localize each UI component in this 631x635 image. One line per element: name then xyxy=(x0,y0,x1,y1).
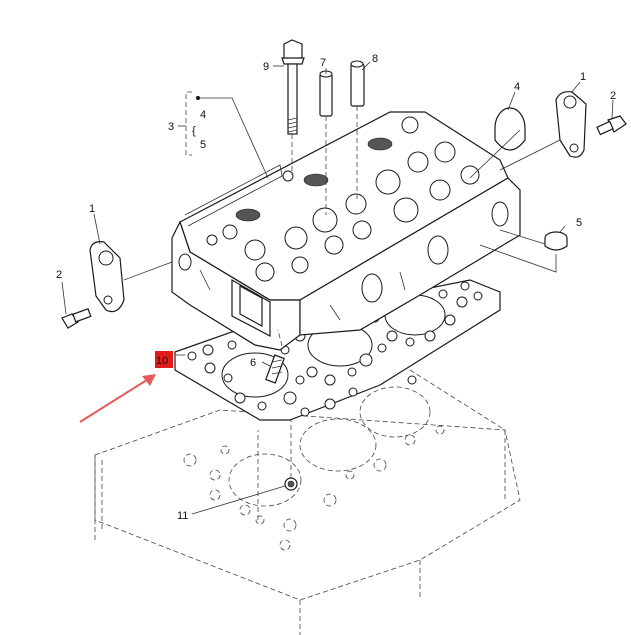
callout-7: 7 xyxy=(320,57,326,69)
highlight-arrow xyxy=(79,374,156,423)
bracket-tilde: { xyxy=(192,125,196,137)
callout-2-left: 2 xyxy=(56,269,62,281)
plug-right xyxy=(479,229,568,273)
callout-2-top: 2 xyxy=(610,90,616,102)
callout-8: 8 xyxy=(372,53,378,65)
callout-1-top: 1 xyxy=(580,71,586,83)
callout-10: 10 xyxy=(156,355,168,367)
callout-labels: 9 7 8 4 1 2 3 4 5 1 2 5 6 11 { xyxy=(56,53,616,522)
bracket-bolt-right xyxy=(596,115,627,136)
leader-lines xyxy=(61,61,614,515)
callout-1-left: 1 xyxy=(89,203,95,215)
callout-4-top: 4 xyxy=(514,81,520,93)
dowel-pin xyxy=(257,420,298,520)
stud xyxy=(265,329,285,384)
callout-3: 3 xyxy=(168,121,174,133)
callout-9: 9 xyxy=(263,61,269,73)
bracket-bolt-left xyxy=(61,308,92,329)
callout-5-right: 5 xyxy=(576,217,582,229)
head-bolt xyxy=(281,39,305,175)
plug-top xyxy=(469,107,526,179)
lifting-bracket-right xyxy=(499,91,587,171)
lifting-bracket-left xyxy=(89,241,173,313)
callout-4-bracket: 4 xyxy=(200,109,206,121)
highlight-box xyxy=(155,351,173,368)
callout-5-bracket: 5 xyxy=(200,139,206,151)
cylinder-head xyxy=(171,111,521,351)
callout-11: 11 xyxy=(177,510,188,522)
callout-6: 6 xyxy=(250,357,256,369)
valve-guides xyxy=(319,60,365,215)
callout-10-highlight: 10 xyxy=(155,351,173,368)
engine-block xyxy=(94,369,521,635)
